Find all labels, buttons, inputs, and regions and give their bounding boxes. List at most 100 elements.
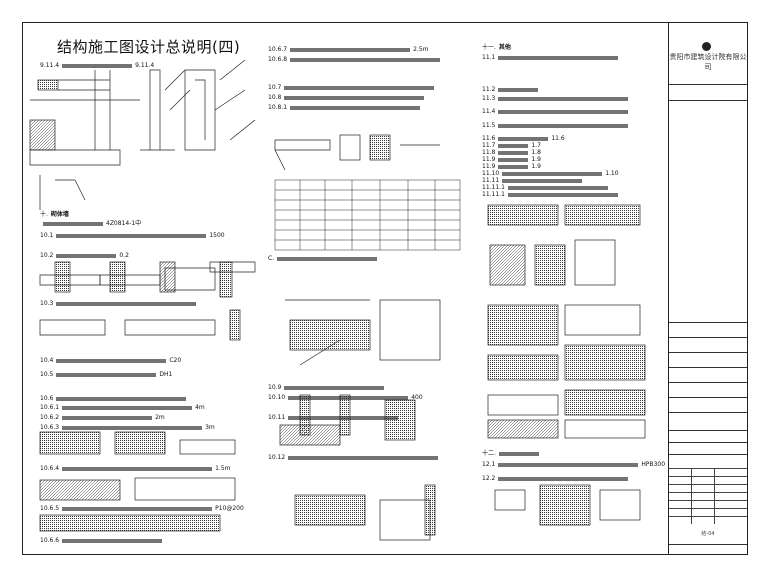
note-number: 10.7 [268,84,282,91]
note-number: 10.10 [268,394,286,401]
note-text [284,95,425,100]
note-item: 10.9 [268,384,385,391]
note-item: C. [268,255,378,262]
note-number: 11.11.1 [482,184,505,191]
note-text [56,372,157,377]
note-number: 10.6.8 [268,56,288,63]
note-number: 10.6.1 [40,404,60,411]
note-value: 11.6 [551,135,565,142]
note-text [62,506,213,511]
note-number: 11.1 [482,54,496,61]
note-text [56,358,167,363]
note-number: 10.6 [40,395,54,402]
note-text [498,157,529,162]
note-item: 10.8.1 [268,104,421,111]
note-number: 10.8.1 [268,104,288,111]
note-value: 1.7 [531,142,541,149]
note-text [498,143,529,148]
note-text [62,538,163,543]
note-number: C. [268,255,275,262]
note-text [507,185,608,190]
note-number: 10.6.6 [40,537,60,544]
note-value: 400 [411,394,423,401]
note-heading: 其他 [498,44,511,51]
sheet-title: 结构施工图设计总说明(四) [57,38,241,56]
note-text [502,178,583,183]
note-value: P10@200 [215,505,244,512]
note-value: 1.8 [531,149,541,156]
note-text [56,301,197,306]
note-item: 10.6.5 P10@200 [40,505,244,512]
note-value: 1.10 [605,170,619,177]
note-text [56,396,187,401]
note-text [498,55,619,60]
note-item: 11.1 [482,54,619,61]
note-text [56,233,207,238]
note-value: 1.5m [215,465,231,472]
note-number: 11.2 [482,86,496,93]
note-text [498,136,549,141]
note-text [498,96,629,101]
note-text [502,171,603,176]
note-value: 1.9 [531,163,541,170]
note-number: 10.11 [268,414,286,421]
note-text [62,425,203,430]
note-item: 11.2 [482,86,539,93]
drawing-frame [22,22,748,555]
note-item: 10.6.6 [40,537,163,544]
note-text [277,256,378,261]
note-text [290,105,421,110]
note-number: 9.11.4 [40,62,60,69]
note-item: 十一.其他 [482,44,511,51]
note-text [43,221,103,226]
note-item: 十.砌体墙 [40,211,69,218]
note-value: C20 [169,357,182,364]
note-text [498,462,639,467]
note-value: 4Z0814-1中 [106,220,142,227]
note-number: 10.6.5 [40,505,60,512]
note-number: 10.6.3 [40,424,60,431]
note-text [507,192,618,197]
note-item: 10.6.8 [268,56,441,63]
note-value: 2m [155,414,165,421]
note-value: 9.11.4 [135,62,155,69]
note-number: 10.5 [40,371,54,378]
note-item: 10.6.2 2m [40,414,165,421]
note-number: 10.9 [268,384,282,391]
note-item: 10.12 [268,454,439,461]
note-number: 10.8 [268,94,282,101]
note-value: 1500 [209,232,225,239]
note-heading: 砌体墙 [50,211,69,218]
note-number: 11.9 [482,163,496,170]
note-value: HPB300 [641,461,666,468]
note-item: 10.6 [40,395,187,402]
note-number: 11.9 [482,156,496,163]
note-item: 11.9 1.9 [482,163,541,170]
note-item: 11.11.1 [482,184,608,191]
note-item: 10.3 [40,300,197,307]
note-text [498,109,629,114]
note-value: DH1 [159,371,173,378]
note-value: 0.2 [119,252,129,259]
note-number: 11.10 [482,170,500,177]
note-number: 11.3 [482,95,496,102]
note-number: 11.5 [482,122,496,129]
title-block: 贵阳市建筑设计院有限公司 结-04 [668,22,748,555]
note-text [498,123,629,128]
note-item: 十二. [482,450,539,457]
note-text [498,87,539,92]
note-number: 10.2 [40,252,54,259]
note-text [56,253,117,258]
note-number: 10.6.2 [40,414,60,421]
note-number: 十. [40,211,48,218]
note-item: 11.5 [482,122,629,129]
